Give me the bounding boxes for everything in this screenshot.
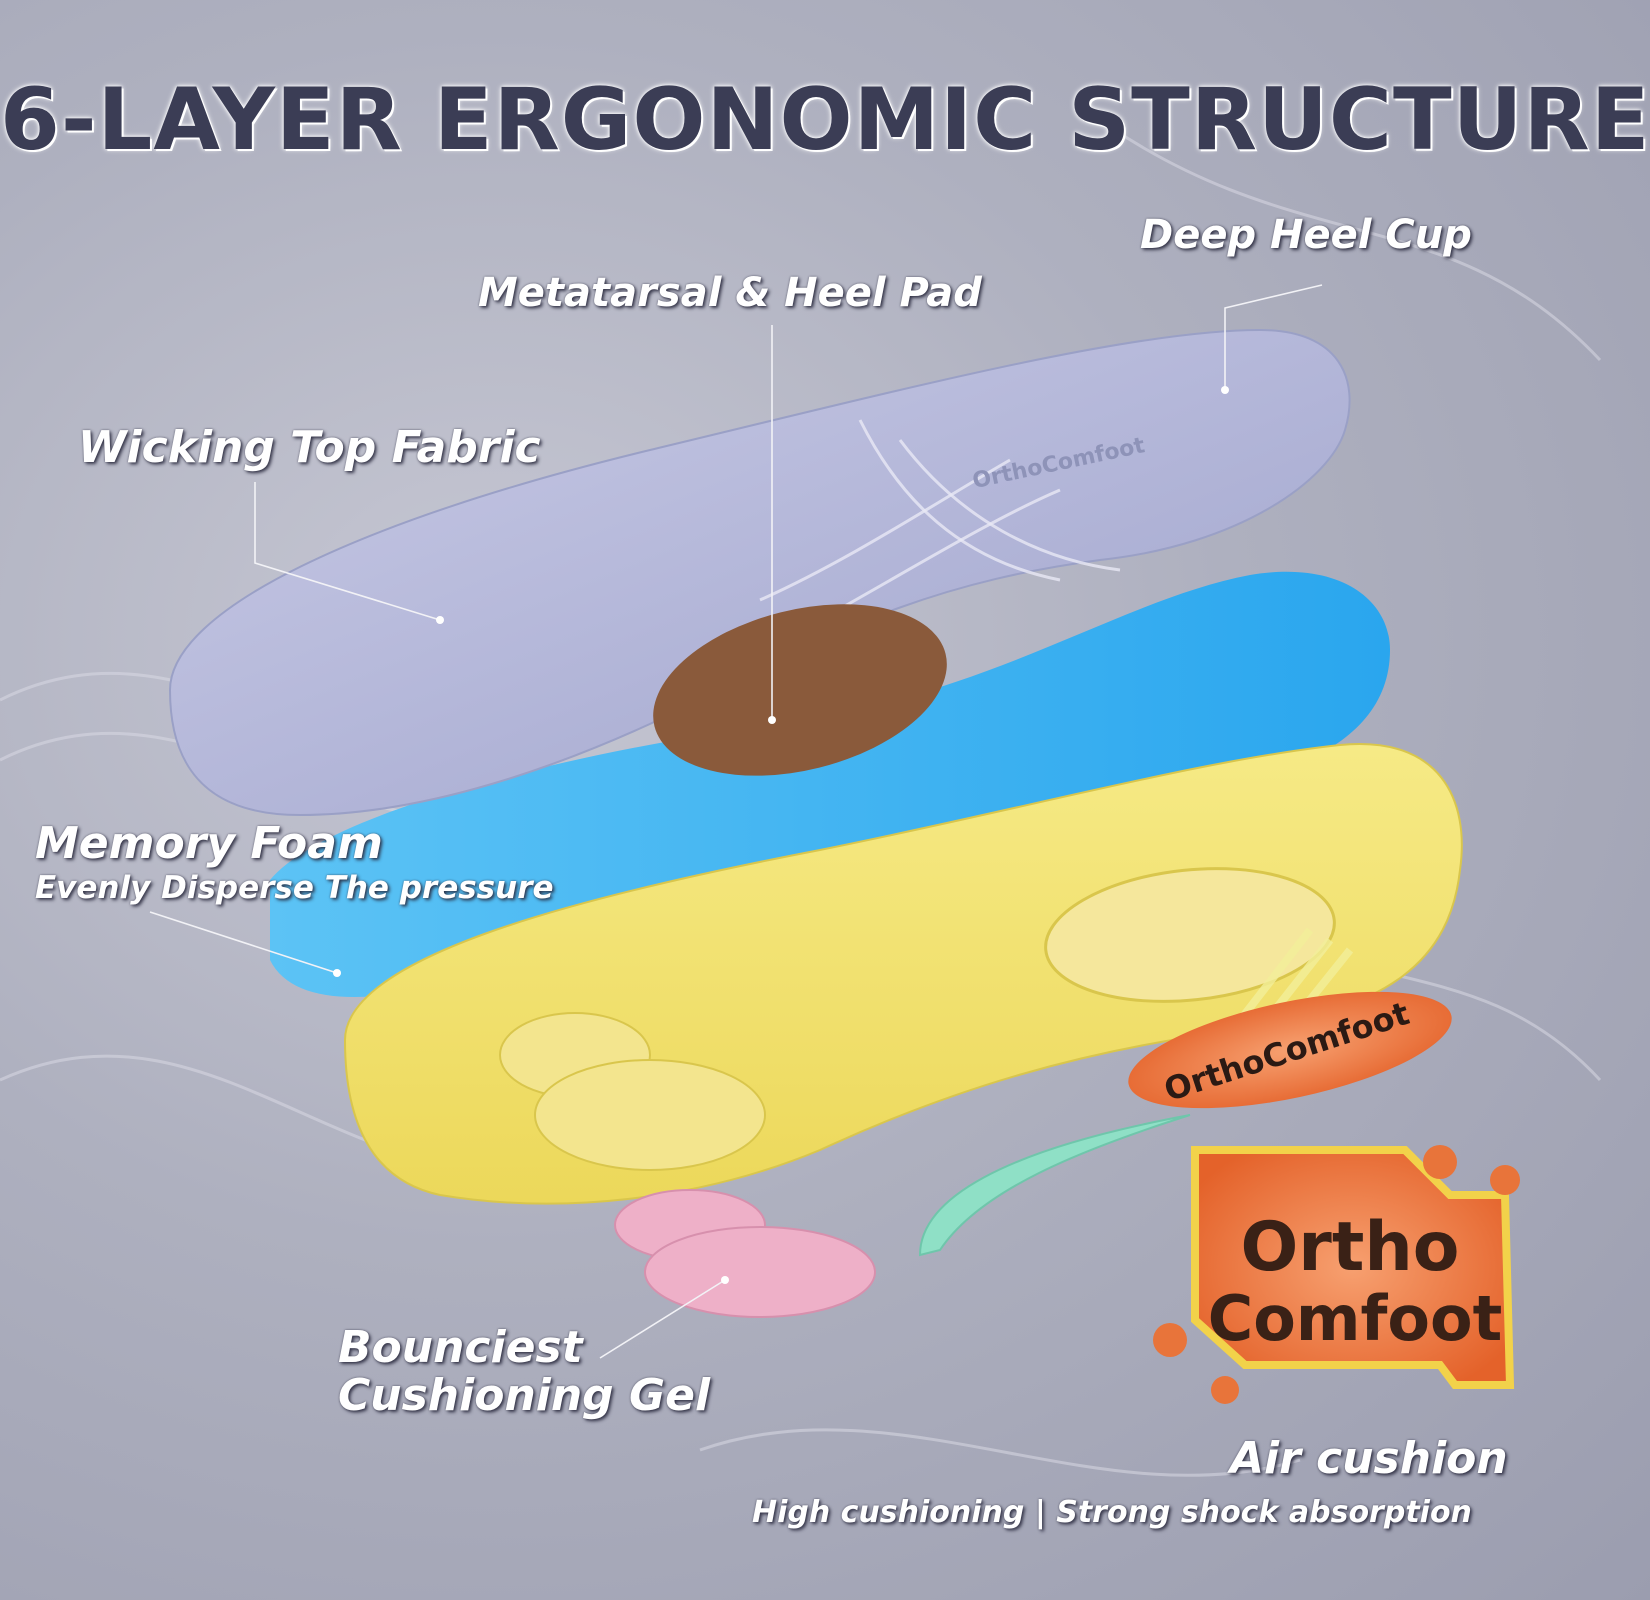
label-air-cushion: Air cushion — [1230, 1433, 1508, 1484]
label-deep-heel-cup: Deep Heel Cup — [1140, 212, 1472, 258]
heel-well — [1044, 867, 1336, 1003]
air-beads — [1153, 1145, 1520, 1404]
gel-pad-2 — [644, 1226, 876, 1318]
heel-pad-layer — [653, 604, 947, 776]
label-wicking-top-fabric: Wicking Top Fabric — [78, 422, 541, 473]
leader-dots — [333, 386, 1229, 1284]
air-cushion-small — [1128, 991, 1452, 1109]
label-gel-line2: Cushioning Gel — [338, 1370, 711, 1421]
label-metatarsal-heel-pad: Metatarsal & Heel Pad — [478, 270, 982, 316]
label-air-cushion-sub: High cushioning | Strong shock absorptio… — [752, 1495, 1472, 1530]
insole-illustration: OrthoComfoot OrthoComfoot Ortho Comfoot — [0, 118, 1602, 1477]
air-cushion-closeup-logo-line1: Ortho — [1241, 1208, 1460, 1287]
label-gel-line1: Bounciest — [338, 1322, 583, 1373]
air-cushion-closeup-logo-line2: Comfoot — [1208, 1282, 1503, 1355]
forefoot-pad-2 — [534, 1059, 766, 1171]
fabric-pattern — [759, 419, 1121, 622]
leader-lines — [149, 284, 1323, 1359]
arch-support-piece — [918, 1114, 1191, 1257]
label-memory-foam: Memory Foam — [35, 818, 383, 869]
label-memory-foam-sub: Evenly Disperse The pressure — [35, 870, 554, 906]
memory-foam-layer — [270, 571, 1390, 998]
page-title: 6-LAYER ERGONOMIC STRUCTURE — [0, 70, 1650, 170]
top-fabric-layer — [168, 328, 1351, 817]
